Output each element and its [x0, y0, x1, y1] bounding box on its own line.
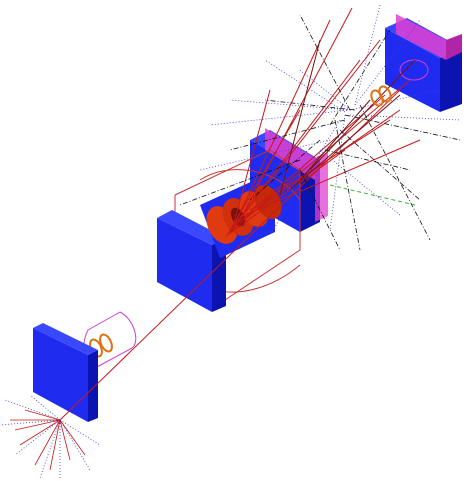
- target-ring-magnet: [83, 311, 137, 369]
- dark-red-tracks: [279, 39, 416, 196]
- middle-detector-block: [250, 128, 328, 232]
- dotted-tracks: [199, 4, 461, 236]
- far-block-side: [440, 48, 462, 112]
- far-block-inner-ring: [399, 59, 429, 81]
- red-tracks: [225, 7, 421, 237]
- dashdot-tracks: [179, 14, 461, 251]
- green-track: [329, 184, 416, 206]
- entrance-detector-block: [33, 323, 98, 422]
- target-outline: [83, 311, 137, 369]
- entrance-block-side: [88, 350, 98, 422]
- bottom-shower-dotted: [0, 394, 101, 479]
- main-block-top: [157, 210, 226, 245]
- main-block-front: [157, 218, 212, 312]
- bottom-shower-red: [10, 409, 86, 471]
- entrance-block-front: [33, 328, 88, 422]
- far-end-panel-side: [446, 34, 462, 60]
- target-ring-2: [99, 333, 113, 353]
- far-coil: [370, 85, 392, 107]
- far-end-panel: [396, 14, 446, 60]
- entrance-block-top: [33, 323, 98, 355]
- beam-line: [59, 89, 401, 421]
- shower-tracks: [0, 4, 461, 479]
